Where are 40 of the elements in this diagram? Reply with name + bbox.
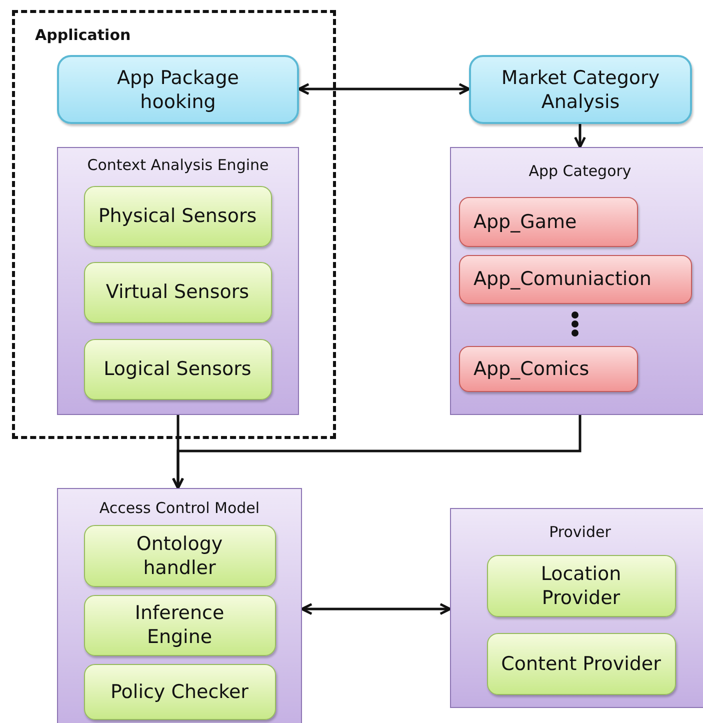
module-panel (450, 147, 703, 415)
arrow (172, 415, 582, 490)
module-panel (450, 508, 703, 708)
box-label: Content Provider (501, 652, 661, 676)
group-frame (12, 10, 336, 439)
category-box (458, 346, 638, 392)
component-box (84, 594, 276, 656)
component-box (84, 524, 276, 586)
box-label: App Package hooking (116, 66, 240, 114)
module-panel (57, 147, 299, 415)
box-label: Physical Sensors (98, 204, 257, 228)
box-label: Virtual Sensors (106, 280, 250, 304)
component-box (486, 554, 676, 616)
component-box (84, 262, 272, 322)
category-box (458, 196, 638, 246)
panel-title: Context Analysis Engine (86, 156, 270, 174)
component-box (84, 664, 276, 720)
module-panel (57, 488, 302, 723)
panel-title: Provider (548, 523, 612, 541)
category-box (458, 254, 692, 304)
panel-title: App Category (528, 162, 632, 180)
component-box (84, 186, 272, 246)
box-label: App_Comics (474, 356, 590, 380)
box-label: Logical Sensors (104, 357, 252, 381)
component-box (84, 338, 272, 400)
arrow (574, 124, 586, 148)
box-label: Location Provider (540, 562, 622, 610)
box-label: Ontology handler (135, 532, 224, 580)
group-title: Application (35, 26, 131, 44)
process-box (469, 55, 692, 124)
arrow (298, 83, 470, 95)
component-box (486, 632, 676, 694)
process-box (57, 55, 299, 124)
box-label: Market Category Analysis (500, 66, 661, 114)
panel-title: Access Control Model (98, 499, 261, 517)
box-label: App_Comuniaction (474, 267, 652, 291)
box-label: App_Game (474, 210, 577, 234)
box-label: Policy Checker (110, 680, 248, 704)
arrow (300, 603, 452, 615)
box-label: Inference Engine (134, 601, 226, 649)
